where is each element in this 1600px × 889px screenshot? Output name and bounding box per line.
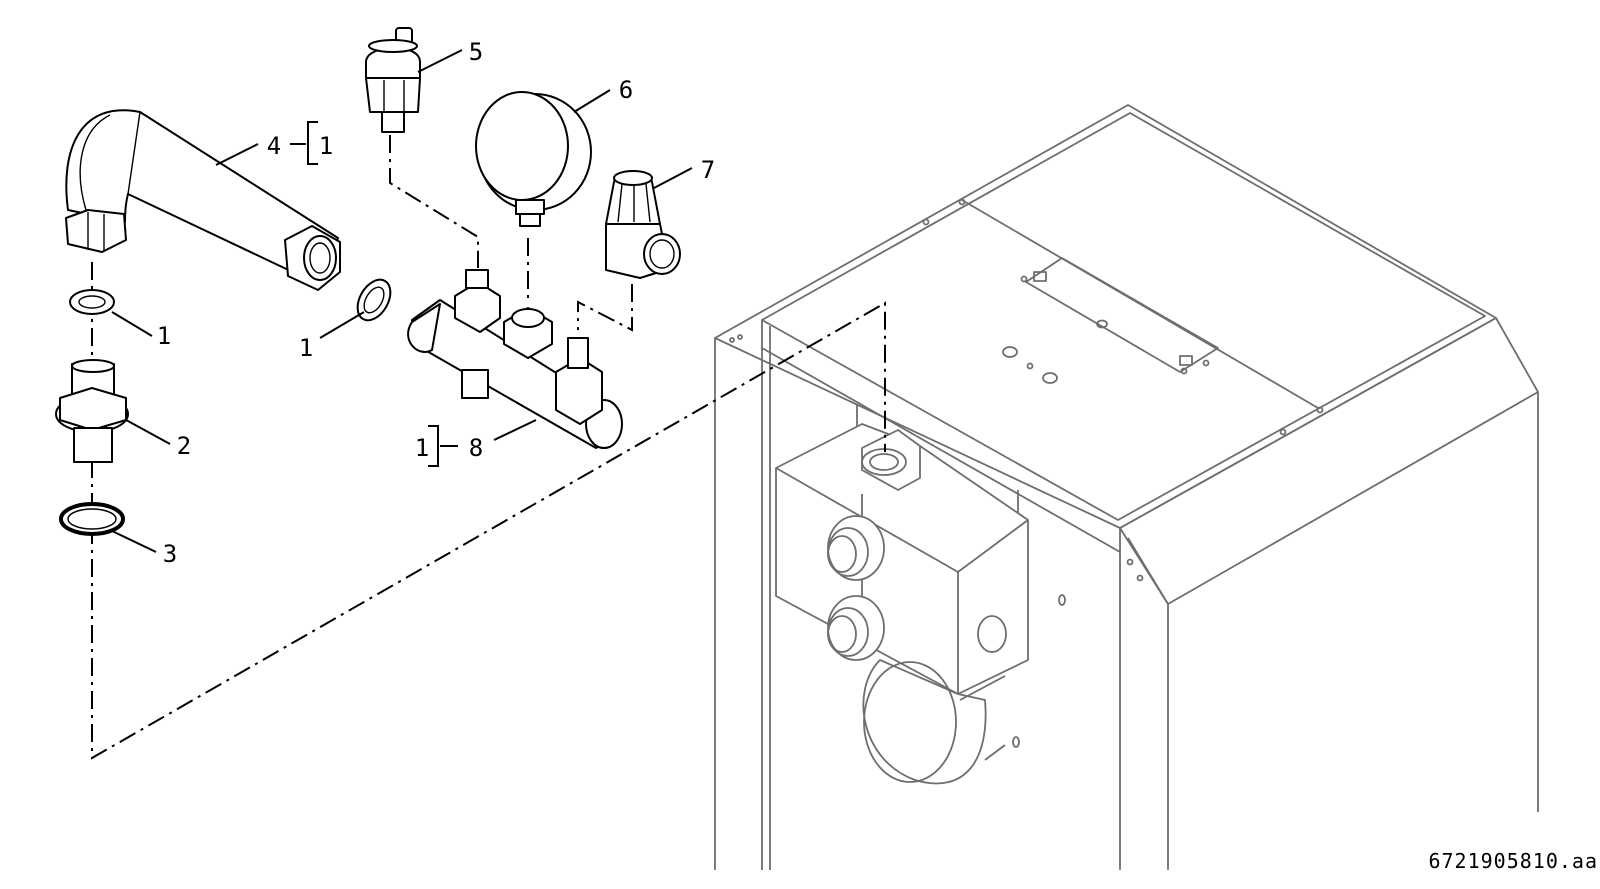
callout-3: 3 <box>163 540 177 568</box>
document-id: 6721905810.aa <box>1428 849 1598 873</box>
callout-8-subpart: 1 <box>415 434 429 462</box>
callout-2: 2 <box>177 432 191 460</box>
callout-8: 8 <box>469 434 483 462</box>
callout-4: 4 <box>267 132 281 160</box>
leader-lines <box>109 49 693 553</box>
boiler-housing <box>714 104 1539 870</box>
callout-6: 6 <box>619 76 633 104</box>
callout-1-right: 1 <box>299 334 313 362</box>
callout-1-left: 1 <box>157 322 171 350</box>
air-vent <box>365 27 421 133</box>
callout-5: 5 <box>469 38 483 66</box>
pressure-gauge <box>475 91 592 227</box>
callout-labels: 5 6 7 4 1 1 1 2 3 1 8 <box>157 38 715 568</box>
manifold <box>407 269 623 449</box>
callout-4-subpart: 1 <box>319 132 333 160</box>
small-parts <box>55 278 392 536</box>
elbow-pipe <box>65 109 341 291</box>
callout-7: 7 <box>701 156 715 184</box>
safety-valve <box>605 170 681 279</box>
